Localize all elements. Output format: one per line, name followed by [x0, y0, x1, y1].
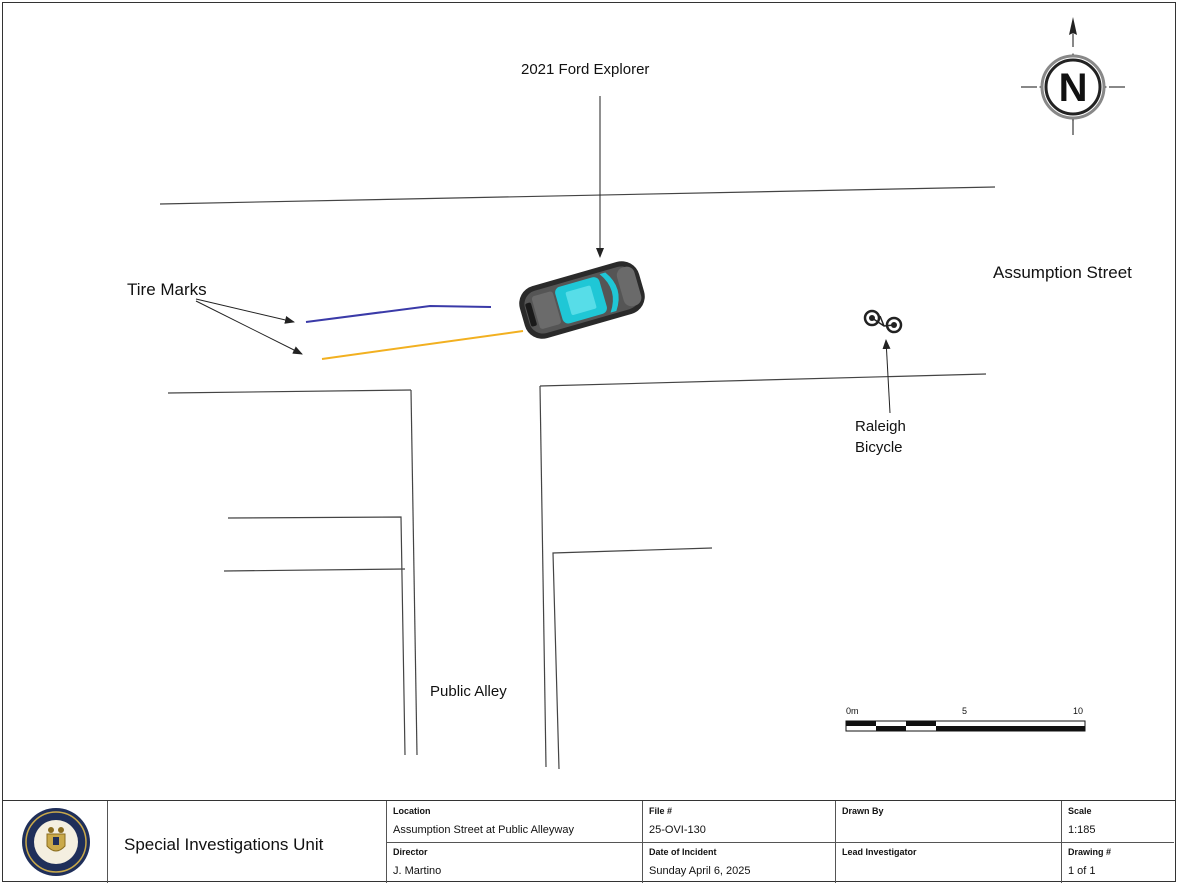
alley-west-edge [410, 389, 418, 756]
location-value: Assumption Street at Public Alleyway [393, 824, 574, 836]
scale-tick-10: 10 [1073, 706, 1084, 716]
vehicle-ford-explorer [519, 261, 645, 339]
scale-tick-0: 0m [846, 706, 859, 716]
scale-value: 1:185 [1068, 824, 1096, 836]
divider-logo [107, 801, 108, 883]
bicycle-label-line1: Raleigh [855, 418, 906, 435]
file-number-value: 25-OVI-130 [649, 824, 706, 836]
director-header: Director [393, 847, 428, 857]
drawing-number-header: Drawing # [1068, 847, 1112, 857]
raleigh-bicycle-icon [863, 309, 903, 334]
scale-bar [845, 720, 1086, 732]
tire-marks-arrow-1 [195, 298, 295, 324]
drawn-by-header: Drawn By [842, 806, 884, 816]
title-block: Special Investigations Unit Location Ass… [2, 800, 1176, 883]
tire-marks-arrow-2 [195, 300, 303, 355]
tire-mark-blue [305, 304, 492, 323]
location-header: Location [393, 806, 431, 816]
street-label: Assumption Street [993, 263, 1132, 282]
location-director-cells: Location Assumption Street at Public All… [386, 801, 642, 883]
alley-east-edge [539, 385, 547, 768]
organization-name: Special Investigations Unit [124, 835, 324, 854]
drawing-number-value: 1 of 1 [1068, 865, 1096, 877]
file-number-header: File # [649, 806, 673, 816]
street-north-edge [159, 186, 996, 205]
tire-marks-label: Tire Marks [127, 280, 207, 299]
driveway-west-upper [227, 516, 406, 756]
director-value: J. Martino [393, 865, 442, 877]
date-value: Sunday April 6, 2025 [649, 865, 751, 877]
alley-label: Public Alley [430, 683, 507, 700]
title-block-row-divider [386, 842, 1174, 843]
vehicle-label: 2021 Ford Explorer [521, 61, 650, 78]
compass-letter: N [1059, 66, 1088, 110]
collision-diagram: N [159, 17, 1125, 770]
date-header: Date of Incident [649, 847, 717, 857]
bicycle-label-line2: Bicycle [855, 439, 903, 456]
organization-seal-icon [22, 808, 90, 876]
north-arrow-icon: N [1021, 17, 1125, 135]
scale-header: Scale [1068, 806, 1092, 816]
street-south-edge-east [539, 373, 987, 387]
driveway-east [552, 547, 713, 770]
bicycle-arrow [882, 339, 891, 414]
street-south-edge-west [167, 389, 412, 394]
lead-investigator-header: Lead Investigator [842, 847, 917, 857]
scale-tick-5: 5 [962, 706, 968, 716]
driveway-west-lower [223, 568, 406, 572]
tire-mark-yellow [321, 330, 524, 360]
